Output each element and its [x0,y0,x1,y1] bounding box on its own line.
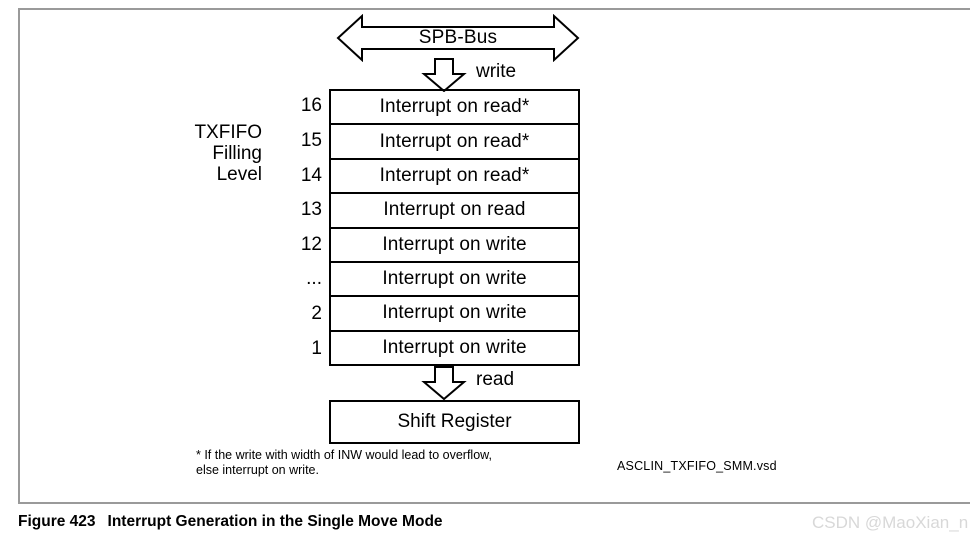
fifo-index: ... [306,268,322,290]
fifo-index: 16 [300,95,322,117]
figure-caption: Figure 423 Interrupt Generation in the Si… [18,512,443,532]
txfifo-filling-level-label: TXFIFO Filling Level [194,122,262,185]
read-label: read [476,369,515,390]
fifo-index: 14 [300,164,322,186]
read-arrow-icon [421,366,467,400]
fifo-index: 12 [300,233,322,255]
fifo-row: Interrupt on read [331,194,578,229]
shift-register-block: Shift Register [329,400,580,444]
fifo-row: Interrupt on read* [331,125,578,160]
fifo-index: 1 [311,337,322,359]
fifo-row: Interrupt on write [331,263,578,298]
footnote-text: * If the write with width of INW would l… [196,448,492,477]
spb-bus-label: SPB-Bus [418,27,498,48]
figure-frame [18,8,970,504]
fifo-row: Interrupt on read* [331,160,578,195]
write-arrow-icon [421,58,467,92]
write-label: write [476,61,517,82]
txfifo-stack: Interrupt on read* Interrupt on read* In… [329,89,580,366]
fifo-row: Interrupt on write [331,297,578,332]
fifo-index-column: 16 15 14 13 12 ... 2 1 [272,89,322,366]
fifo-index: 2 [311,303,322,325]
fifo-index: 13 [300,199,322,221]
fifo-row: Interrupt on read* [331,91,578,126]
source-filename-label: ASCLIN_TXFIFO_SMM.vsd [617,459,777,473]
figure-number: Figure 423 [18,513,96,530]
figure-title: Interrupt Generation in the Single Move … [107,513,443,530]
fifo-row: Interrupt on write [382,336,527,358]
watermark: CSDN @MaoXian_n [812,513,969,532]
fifo-index: 15 [300,129,322,151]
fifo-row: Interrupt on write [331,229,578,263]
spb-bus-arrow [336,14,580,62]
